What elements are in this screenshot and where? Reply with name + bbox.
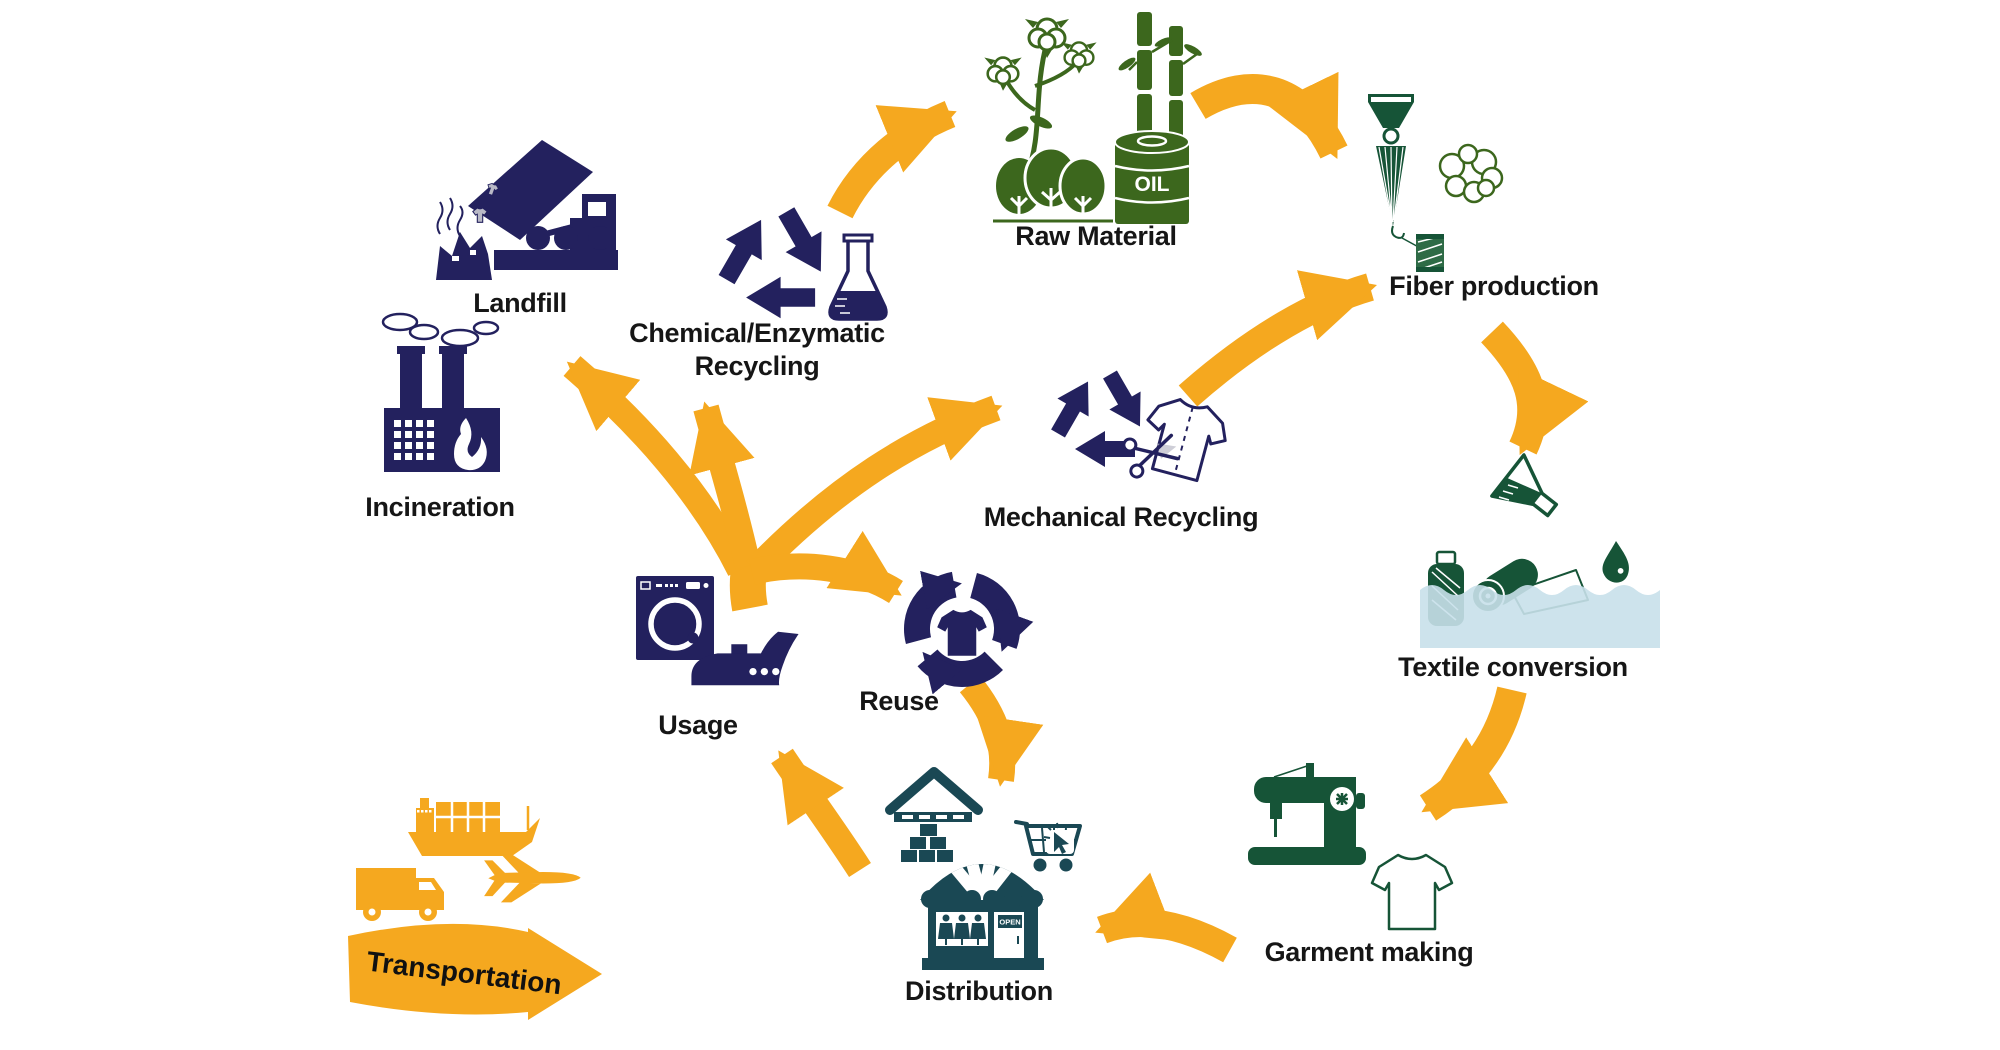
chemical-recycling-icon xyxy=(708,201,888,321)
online-cart-icon xyxy=(1014,820,1082,872)
arrow-usage-to-chemical xyxy=(689,401,761,569)
distribution-label: Distribution xyxy=(905,976,1053,1006)
mechanical-recycling-label: Mechanical Recycling xyxy=(983,502,1259,532)
storefront-icon: OPEN xyxy=(920,864,1044,970)
reuse-icon xyxy=(904,570,1034,695)
oil-barrel-icon: OIL xyxy=(1114,130,1190,224)
arrow-garment-to-distribution xyxy=(1095,872,1237,963)
fiber-production-label: Fiber production xyxy=(1389,271,1599,301)
chemical-recycling-label-line1: Chemical/Enzymatic xyxy=(629,318,885,348)
distribution-icon: OPEN xyxy=(885,767,1082,970)
fiber-fluff-icon xyxy=(1438,143,1504,204)
trash-pile-icon xyxy=(436,182,500,280)
textile-conversion-icon xyxy=(1420,453,1660,648)
arrow-hub-trunk xyxy=(729,560,768,612)
smoke-clouds-icon xyxy=(381,312,500,348)
trees-icon xyxy=(993,146,1113,223)
landfill-icon xyxy=(436,140,618,280)
factory-icon xyxy=(384,346,500,472)
sewing-machine-icon xyxy=(1248,763,1366,865)
usage-label: Usage xyxy=(658,710,738,740)
mannequins-icon xyxy=(938,914,986,945)
chemical-recycling-label-line2: Recycling xyxy=(694,351,820,381)
arrow-mechanical-to-fiber xyxy=(1178,270,1377,407)
transportation-icon xyxy=(348,798,602,1020)
open-sign-label: OPEN xyxy=(999,918,1020,927)
dye-bath-water xyxy=(1420,585,1660,648)
cut-shirt-icon xyxy=(1146,398,1227,483)
arrow-usage-to-reuse xyxy=(748,530,903,604)
tshirt-icon xyxy=(937,609,987,656)
factory-windows xyxy=(394,420,434,460)
usage-icon xyxy=(636,576,799,686)
reuse-label: Reuse xyxy=(859,686,939,716)
pouring-flask-icon xyxy=(1490,453,1559,518)
garment-making-label: Garment making xyxy=(1264,937,1474,967)
warehouse-icon xyxy=(885,767,983,862)
dump-truck-icon xyxy=(468,140,618,270)
arrow-distribution-to-usage xyxy=(771,748,871,878)
thread-spool-icon xyxy=(1416,234,1444,272)
transportation-banner-arrow xyxy=(348,923,602,1020)
iron-icon xyxy=(691,631,799,686)
arrow-fiber-to-textile xyxy=(1481,321,1589,456)
cursor-icon xyxy=(1054,832,1069,854)
flame-icon xyxy=(454,418,487,471)
dye-droplet-icon xyxy=(1602,541,1629,583)
spinneret-icon xyxy=(1368,94,1425,251)
smoke-icon xyxy=(436,201,444,235)
recycle-symbol-icon xyxy=(1042,365,1156,467)
falling-shirt-icon xyxy=(487,182,500,196)
cargo-ship-icon xyxy=(408,798,540,856)
mechanical-recycling-icon xyxy=(1042,365,1227,483)
washing-machine-icon xyxy=(636,576,714,660)
landfill-label: Landfill xyxy=(473,288,567,318)
tshirt-icon xyxy=(1370,853,1454,931)
airplane-icon xyxy=(484,854,581,903)
recycle-symbol-icon xyxy=(708,201,839,319)
falling-shirt-icon xyxy=(472,207,488,223)
delivery-truck-icon xyxy=(356,868,444,921)
arrow-chemical-to-raw xyxy=(827,101,957,219)
arrow-usage-to-mechanical xyxy=(745,395,1003,580)
arrow-textile-to-garment xyxy=(1419,686,1527,821)
scissors-icon xyxy=(1122,433,1180,479)
arrow-reuse-to-distribution xyxy=(959,675,1044,787)
textile-conversion-label: Textile conversion xyxy=(1398,652,1628,682)
arrow-usage-to-landfill xyxy=(563,356,752,576)
incineration-icon xyxy=(381,312,500,472)
smoke-icon xyxy=(446,197,454,231)
arrow-raw-to-fiber xyxy=(1190,71,1348,160)
smoke-icon xyxy=(456,205,464,237)
garment-making-icon xyxy=(1248,763,1454,931)
flask-icon xyxy=(828,233,888,321)
fiber-production-icon xyxy=(1368,94,1504,272)
incineration-label: Incineration xyxy=(365,492,515,522)
raw-material-icon: OIL xyxy=(983,12,1202,224)
oil-barrel-label: OIL xyxy=(1135,173,1170,196)
raw-material-label: Raw Material xyxy=(1015,221,1177,251)
